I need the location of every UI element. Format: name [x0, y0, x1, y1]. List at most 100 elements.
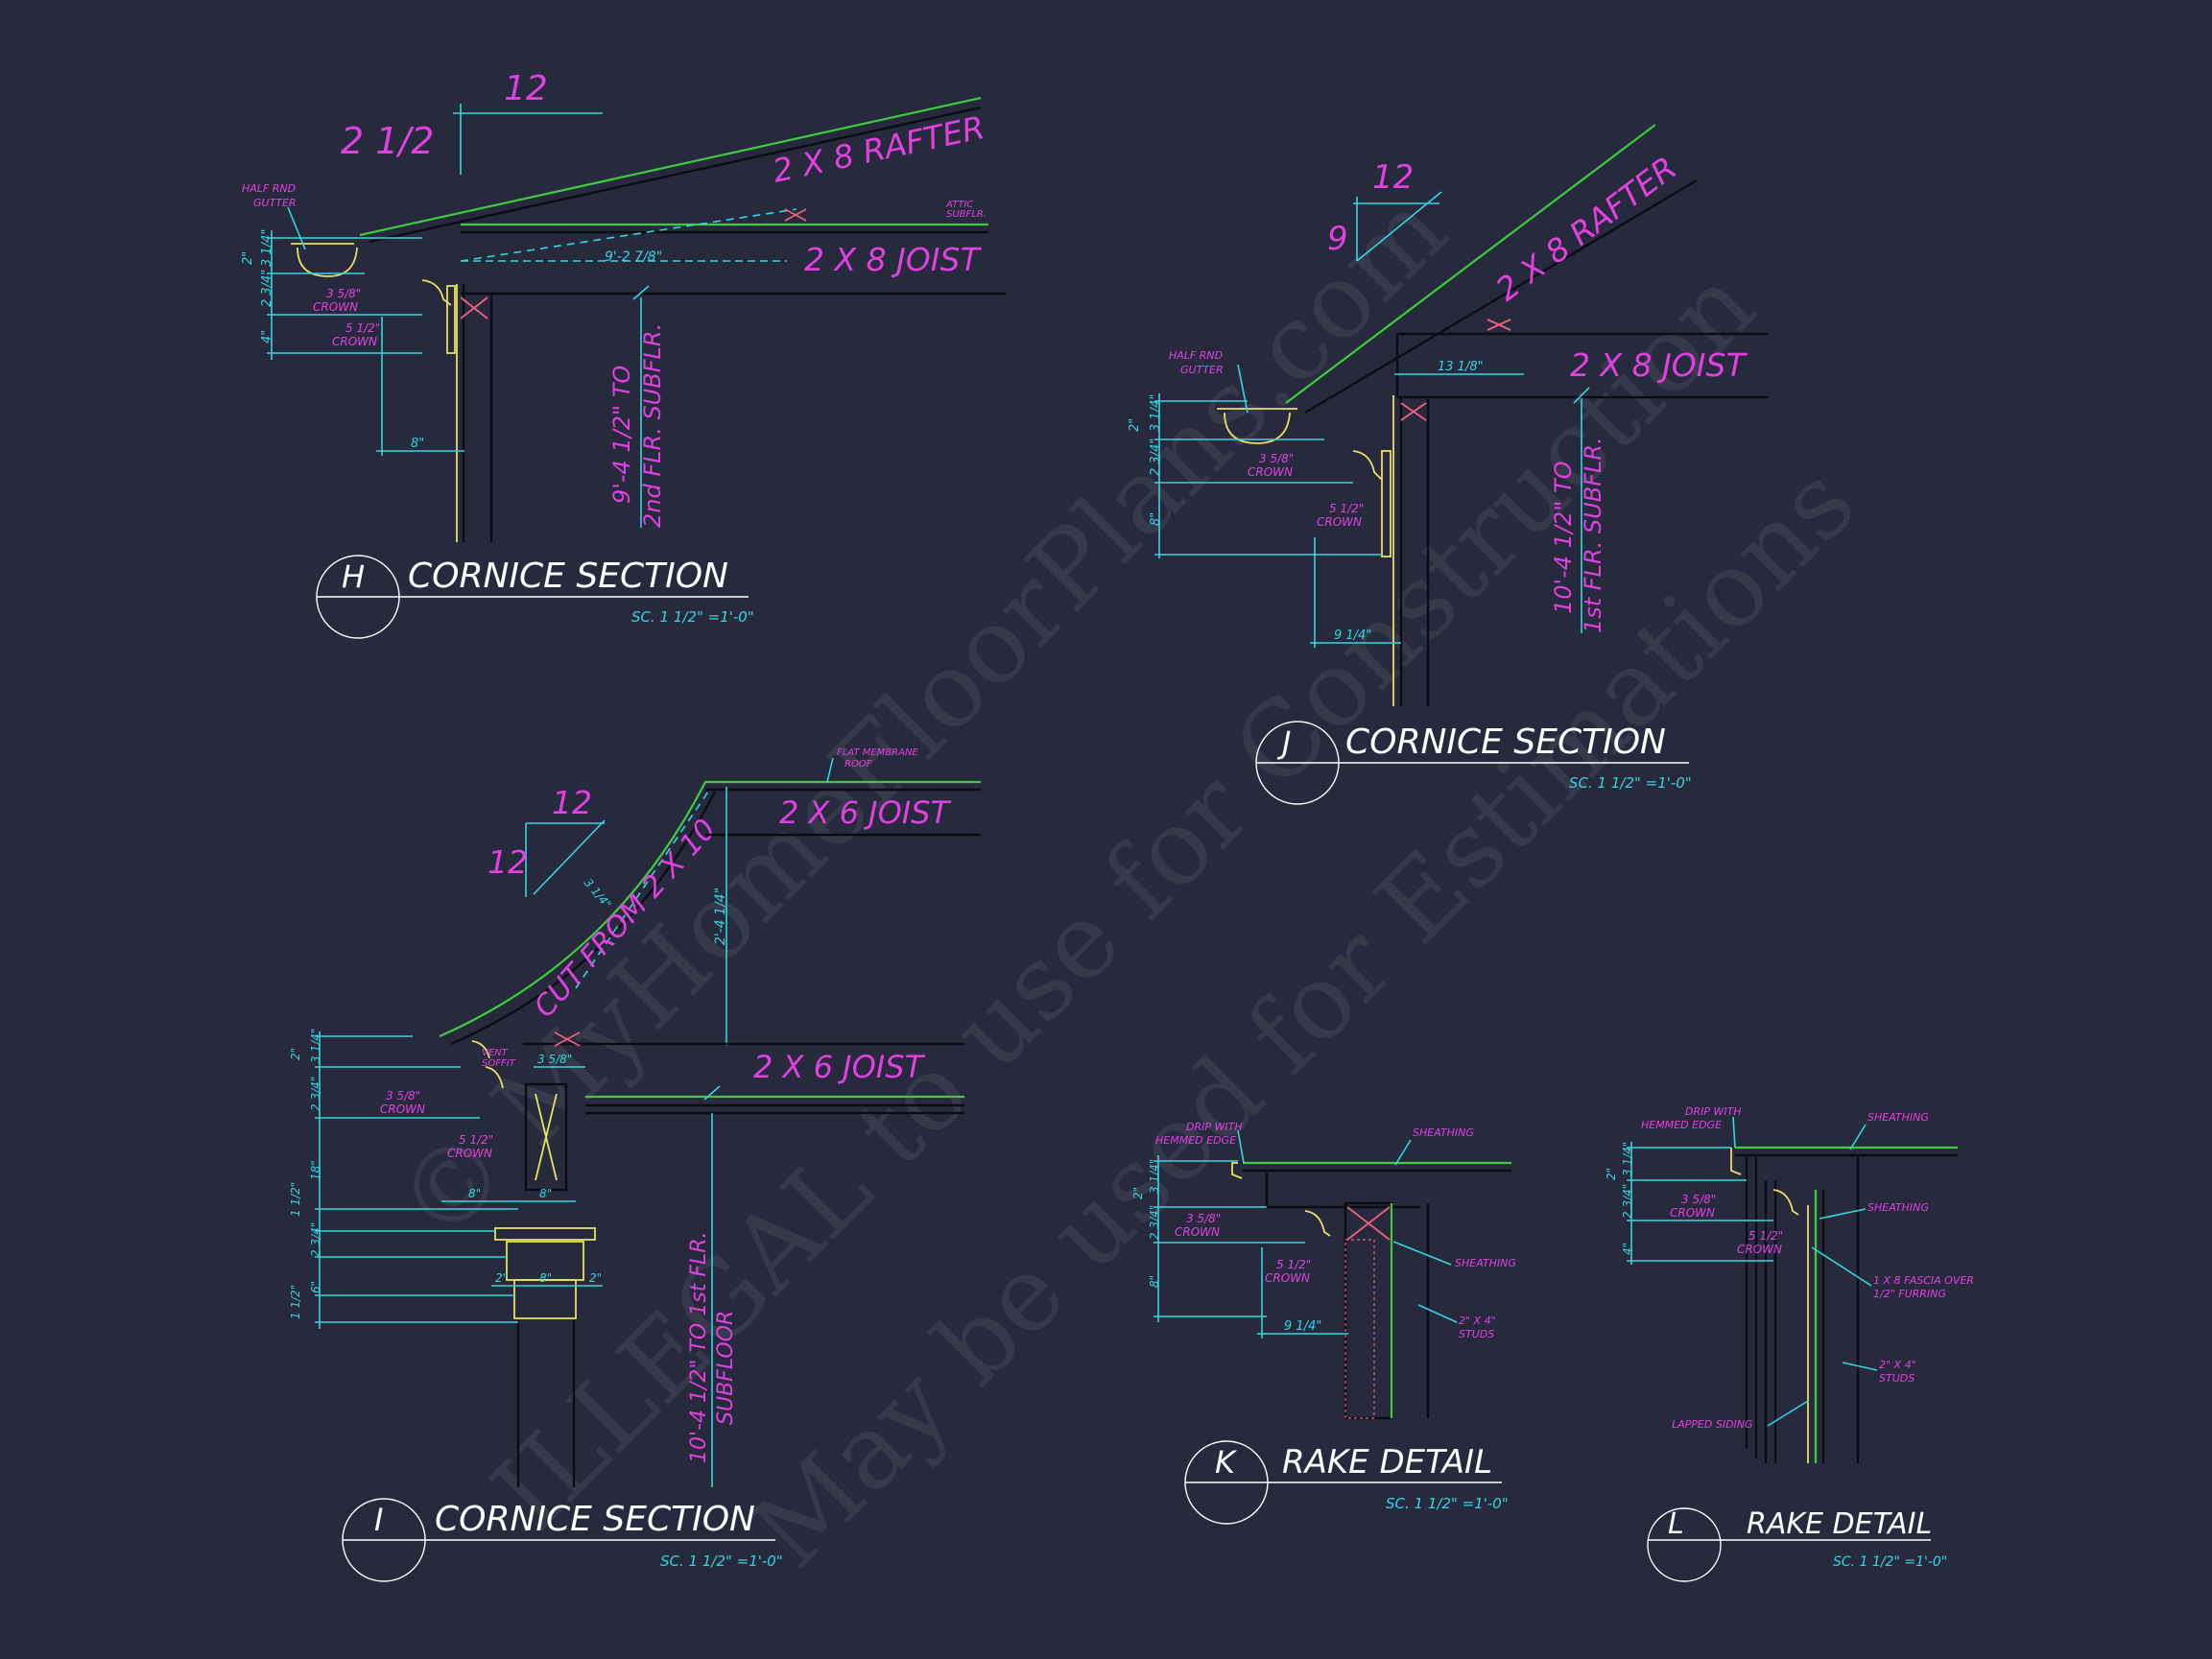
roof-structure: [450, 791, 717, 1046]
pitch-rise: 9: [1327, 220, 1348, 258]
studs-leader: [1842, 1362, 1878, 1371]
dim-c: 2 3/4": [1149, 438, 1163, 476]
height-label-2: SUBFLOOR: [714, 1311, 738, 1425]
hatch: [1344, 1239, 1375, 1419]
studs-label-2: STUDS: [1459, 1328, 1494, 1340]
dim-d: 4": [260, 330, 274, 344]
joist-label: 2 X 8 JOIST: [1570, 346, 1748, 384]
fascia-leader: [1811, 1246, 1872, 1287]
dim-b: 3 1/4": [260, 229, 274, 267]
crown-molding: [421, 279, 452, 306]
dim-v1: 2": [289, 1048, 302, 1060]
detail-tag: H: [342, 558, 365, 595]
attic-label-2: SUBFLR.: [946, 209, 987, 220]
drip-leader: [1732, 1116, 1736, 1149]
dim-v2: 3 1/4": [309, 1029, 322, 1063]
vent-label-2: SOFFIT: [482, 1058, 516, 1069]
sheathing-side-label: SHEATHING: [1867, 1201, 1929, 1214]
plate-x: [460, 296, 488, 320]
roof-curve: [439, 780, 981, 1038]
roof-label: FLAT MEMBRANE: [837, 747, 918, 758]
studs-label-2: STUDS: [1879, 1372, 1915, 1385]
dim-v4: 18": [309, 1160, 322, 1180]
blocking-x: [784, 208, 807, 222]
capital-top: [494, 1227, 596, 1241]
pitch-rise: 12: [488, 843, 528, 881]
sheathing-leader: [1849, 1124, 1867, 1150]
height-tick: [703, 1085, 721, 1101]
crown2-label: CROWN: [1737, 1243, 1782, 1256]
drip-leader: [1237, 1129, 1245, 1164]
crown2-label: CROWN: [1317, 515, 1362, 529]
joist-bottom-label: 2 X 6 JOIST: [753, 1049, 926, 1085]
gutter-leader: [1237, 364, 1249, 414]
pitch-run: 12: [1372, 158, 1414, 197]
roof-line: [359, 96, 982, 237]
detail-h: 12 2 1/2 9'-2 7/8" 2 X 8 RAFTER 2 X 8 JO…: [241, 69, 1006, 639]
studs-leader: [1417, 1304, 1458, 1323]
fascia: [1265, 1173, 1420, 1209]
dim-c: 2 3/4": [260, 270, 274, 307]
dim-a: 2": [241, 251, 255, 265]
drip-label-2: HEMMED EDGE: [1641, 1119, 1722, 1131]
crown2-size: 5 1/2": [1329, 502, 1364, 515]
detail-tag: L: [1668, 1507, 1684, 1541]
pitch-slope: [1356, 191, 1442, 262]
crown-molding-2: [485, 1066, 504, 1089]
detail-k: DRIP WITH HEMMED EDGE SHEATHING SHEATHIN…: [1131, 1121, 1516, 1525]
gutter-label: HALF RND: [242, 182, 296, 195]
detail-scale: SC. 1 1/2" =1'-0": [1833, 1554, 1947, 1570]
height-label-2: 1st FLR. SUBFLR.: [1580, 437, 1606, 633]
drip-label: DRIP WITH: [1685, 1105, 1742, 1118]
crown2-label: CROWN: [447, 1147, 492, 1160]
post-x: [535, 1093, 558, 1181]
blocking-x: [554, 1031, 581, 1047]
dim-oh: 9 1/4": [1284, 1319, 1321, 1334]
gutter-leader: [287, 206, 306, 250]
crown1-size: 3 5/8": [1259, 452, 1294, 465]
crown2-label: CROWN: [332, 335, 377, 348]
dim-v7: 6": [309, 1281, 322, 1293]
dim-a: 2": [1128, 418, 1142, 432]
gutter-label: HALF RND: [1169, 349, 1223, 362]
detail-title: CORNICE SECTION: [435, 1500, 755, 1539]
crown2-size: 5 1/2": [1748, 1229, 1783, 1243]
dim-span: 9'-2 7/8": [605, 249, 662, 265]
crown1-size: 3 5/8": [386, 1089, 420, 1102]
detail-title: RAKE DETAIL: [1747, 1507, 1932, 1541]
pitch-run: 12: [552, 784, 592, 821]
height-label: 9'-4 1/2" TO: [608, 366, 635, 504]
dim-2b: 2": [589, 1271, 602, 1285]
crown2-label: CROWN: [1265, 1271, 1310, 1285]
crown-molding: [1772, 1189, 1799, 1216]
sheathing-top-label: SHEATHING: [1413, 1126, 1474, 1139]
crown2-size: 5 1/2": [459, 1133, 493, 1147]
dim-a: 3 1/4": [1621, 1142, 1634, 1176]
height-label: 10'-4 1/2" TO: [1550, 461, 1577, 614]
rafter-line: [1304, 178, 1698, 415]
dim-oh: 8": [411, 437, 424, 451]
height-label-2: 2nd FLR. SUBFLR.: [639, 323, 666, 528]
studs-label: 2" X 4": [1459, 1315, 1496, 1327]
dim-v3: 2 3/4": [309, 1077, 322, 1111]
dim-c: 2 3/4": [1621, 1184, 1634, 1219]
height-tick: [1573, 387, 1590, 404]
crown-molding: [1352, 450, 1383, 481]
crown-molding-1: [471, 1040, 490, 1059]
height-tick: [632, 285, 650, 300]
sheathing-side-leader: [1392, 1241, 1452, 1266]
dim-v6: 2 3/4": [309, 1222, 322, 1257]
dim-3: 3 1/4": [582, 876, 614, 912]
crown1-size: 3 5/8": [1186, 1212, 1221, 1225]
drip-label: DRIP WITH: [1186, 1121, 1243, 1133]
gutter-shape: [291, 243, 358, 277]
detail-title: CORNICE SECTION: [1345, 723, 1666, 762]
roof-leader: [826, 757, 834, 783]
sheathing-side-label: SHEATHING: [1455, 1257, 1516, 1269]
dim-v5: 1 1/2": [289, 1182, 302, 1217]
crown1-label: CROWN: [313, 300, 358, 314]
joist-label: 2 X 8 JOIST: [804, 241, 982, 278]
dim-v8: 1 1/2": [289, 1285, 302, 1319]
sheathing-side-leader: [1819, 1208, 1867, 1220]
